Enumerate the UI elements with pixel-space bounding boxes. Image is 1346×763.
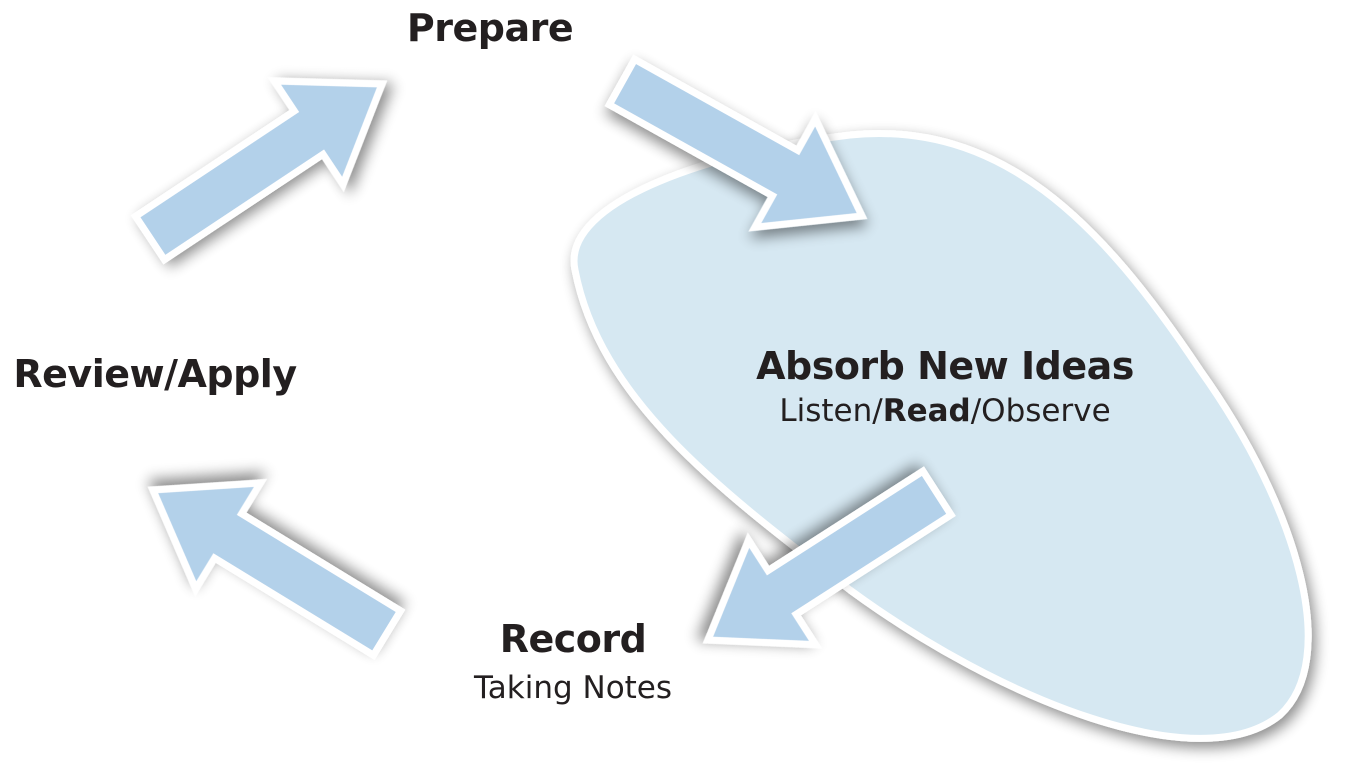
arrow-review-to-prepare-icon	[130, 77, 388, 265]
record-label: Record	[499, 617, 647, 661]
arrow-record-to-review-icon	[147, 479, 406, 660]
prepare-label: Prepare	[406, 6, 574, 50]
review-apply-label: Review/Apply	[13, 352, 297, 396]
absorb-blob	[570, 130, 1312, 742]
absorb-label: Absorb New Ideas	[756, 344, 1134, 388]
absorb-sub-bold: Read	[882, 393, 971, 429]
absorb-sub-label: Listen/Read/Observe	[779, 393, 1110, 429]
absorb-sub-1: Listen/	[779, 393, 883, 429]
absorb-sub-2: /Observe	[970, 393, 1111, 429]
arrow-absorb-to-record-icon	[702, 466, 956, 649]
arrow-prepare-to-absorb-icon	[604, 54, 868, 232]
record-sub-label: Taking Notes	[473, 670, 673, 706]
